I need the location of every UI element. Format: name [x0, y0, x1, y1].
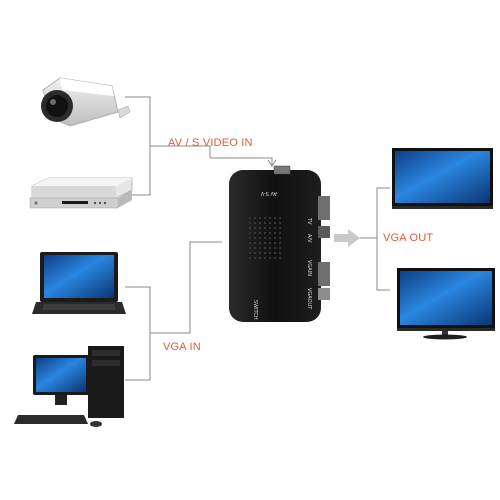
grille-hole — [273, 221, 277, 225]
grille-hole — [263, 236, 267, 240]
grille-hole — [258, 236, 262, 240]
grille-hole — [248, 226, 252, 230]
grille-hole — [263, 226, 267, 230]
grille-hole — [273, 241, 277, 245]
grille-hole — [253, 226, 257, 230]
grille-hole — [268, 251, 272, 255]
speaker-grille — [248, 216, 282, 260]
grille-hole — [263, 216, 267, 220]
grille-hole — [258, 216, 262, 220]
vga-out-arrow-icon — [334, 229, 360, 247]
grille-hole — [268, 216, 272, 220]
grille-hole — [278, 236, 282, 240]
grille-hole — [273, 251, 277, 255]
grille-hole — [248, 246, 252, 250]
grille-hole — [258, 231, 262, 235]
grille-hole — [278, 226, 282, 230]
grille-hole — [273, 236, 277, 240]
grille-hole — [258, 251, 262, 255]
grille-hole — [268, 221, 272, 225]
grille-hole — [253, 251, 257, 255]
grille-hole — [258, 256, 262, 260]
grille-hole — [258, 221, 262, 225]
grille-hole — [248, 251, 252, 255]
grille-hole — [263, 221, 267, 225]
grille-hole — [268, 246, 272, 250]
grille-hole — [268, 241, 272, 245]
line-av-to-converter — [150, 145, 273, 165]
connector-lines — [125, 96, 390, 381]
grille-hole — [278, 221, 282, 225]
bracket-vga-outputs — [376, 187, 390, 291]
grille-hole — [273, 216, 277, 220]
grille-hole — [253, 216, 257, 220]
grille-hole — [253, 246, 257, 250]
grille-hole — [278, 251, 282, 255]
grille-hole — [248, 256, 252, 260]
grille-hole — [268, 236, 272, 240]
grille-hole — [263, 256, 267, 260]
grille-hole — [253, 256, 257, 260]
marking-av-sv: AV S-V — [260, 190, 277, 196]
label-vga-out: VGA OUT — [383, 232, 434, 244]
grille-hole — [273, 231, 277, 235]
grille-hole — [248, 221, 252, 225]
grille-hole — [278, 256, 282, 260]
grille-hole — [263, 251, 267, 255]
grille-hole — [268, 256, 272, 260]
grille-hole — [263, 241, 267, 245]
grille-hole — [278, 231, 282, 235]
monitor-icon — [397, 268, 495, 340]
grille-hole — [278, 246, 282, 250]
grille-hole — [273, 256, 277, 260]
grille-hole — [263, 231, 267, 235]
grille-hole — [273, 246, 277, 250]
marking-switch: SWITCH — [252, 300, 258, 320]
grille-hole — [278, 216, 282, 220]
down-arrow-icon — [267, 159, 277, 167]
grille-hole — [248, 231, 252, 235]
grille-hole — [248, 241, 252, 245]
grille-hole — [268, 226, 272, 230]
marking-av: A/V — [306, 234, 312, 243]
security-camera-icon — [41, 77, 131, 127]
grille-hole — [253, 221, 257, 225]
grille-hole — [253, 236, 257, 240]
grille-hole — [273, 226, 277, 230]
grille-hole — [253, 241, 257, 245]
label-av-svideo-in: AV / S VIDEO IN — [168, 137, 253, 149]
label-vga-in: VGA IN — [163, 341, 201, 353]
marking-vga-in: VGAIN — [306, 260, 312, 276]
converter-box-icon: AV S-V TV A/V VGAIN VGAOUT SWITCH — [229, 165, 330, 322]
grille-hole — [248, 236, 252, 240]
bracket-vga-inputs — [125, 286, 151, 381]
grille-hole — [248, 216, 252, 220]
dvd-player-icon — [29, 177, 133, 209]
grille-hole — [278, 241, 282, 245]
monitor-icon — [392, 148, 493, 209]
grille-hole — [258, 241, 262, 245]
grille-hole — [253, 231, 257, 235]
laptop-icon — [32, 252, 126, 314]
desktop-pc-icon — [14, 346, 124, 427]
line-vga-to-converter — [150, 241, 222, 334]
grille-hole — [258, 226, 262, 230]
grille-hole — [268, 231, 272, 235]
marking-vga-out: VGAOUT — [306, 288, 312, 310]
marking-tv: TV — [306, 217, 312, 225]
grille-hole — [263, 246, 267, 250]
grille-hole — [258, 246, 262, 250]
